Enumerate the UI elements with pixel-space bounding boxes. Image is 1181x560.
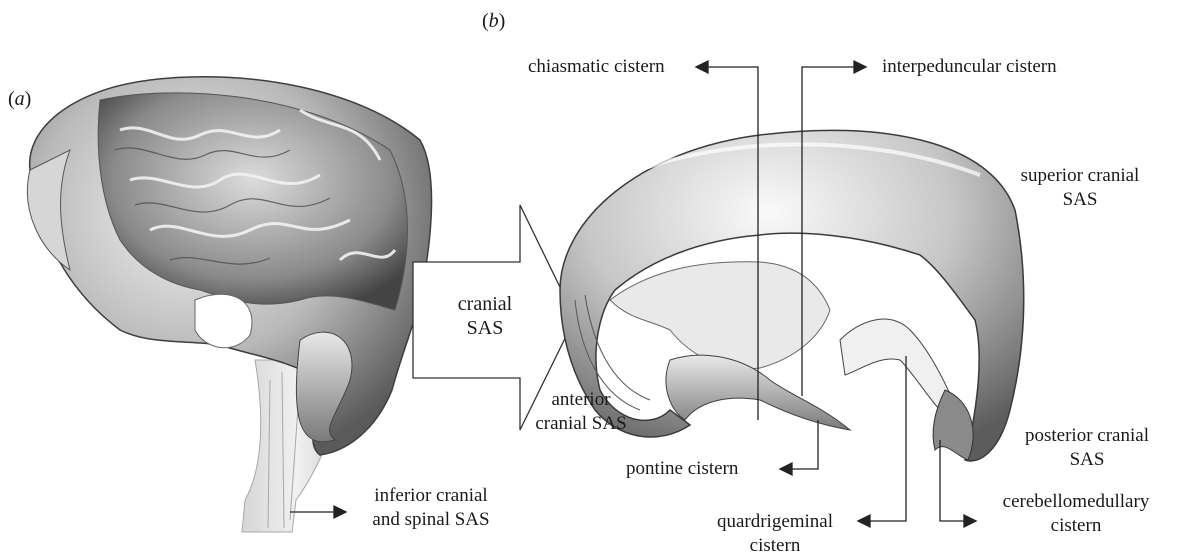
label-posterior-cranial-sas: posterior cranial SAS (1002, 424, 1172, 472)
panel-label-a: (a) (8, 88, 31, 111)
label-superior-line2: SAS (990, 188, 1170, 212)
label-pontine-cistern: pontine cistern (626, 457, 738, 481)
label-posterior-line2: SAS (1002, 448, 1172, 472)
arrow-caption-line2: SAS (440, 316, 530, 340)
arrow-caption: cranial SAS (440, 292, 530, 340)
label-posterior-line1: posterior cranial (1002, 424, 1172, 448)
panel-letter-a: a (15, 88, 25, 110)
label-quadrigeminal-line1: quardrigeminal (700, 510, 850, 534)
label-quadrigeminal-cistern: quardrigeminal cistern (700, 510, 850, 558)
label-inferior-line2: and spinal SAS (346, 508, 516, 532)
panel-a-sas-model (27, 77, 431, 532)
label-anterior-line1: anterior (522, 388, 640, 412)
label-cerebellomedullary-line2: cistern (976, 514, 1176, 538)
label-cerebellomedullary-cistern: cerebellomedullary cistern (976, 490, 1176, 538)
arrow-caption-line1: cranial (440, 292, 530, 316)
skull-base-structures (610, 262, 830, 369)
label-cerebellomedullary-line1: cerebellomedullary (976, 490, 1176, 514)
panel-label-b: (b) (482, 10, 505, 33)
label-interpeduncular-cistern: interpeduncular cistern (882, 55, 1057, 79)
label-chiasmatic-cistern: chiasmatic cistern (528, 55, 665, 79)
label-inferior-cranial-spinal-sas: inferior cranial and spinal SAS (346, 484, 516, 532)
label-inferior-line1: inferior cranial (346, 484, 516, 508)
label-superior-cranial-sas: superior cranial SAS (990, 164, 1170, 212)
label-anterior-cranial-sas: anterior cranial SAS (522, 388, 640, 436)
panel-letter-b: b (489, 10, 499, 32)
label-quadrigeminal-line2: cistern (700, 534, 850, 558)
label-anterior-line2: cranial SAS (522, 412, 640, 436)
label-superior-line1: superior cranial (990, 164, 1170, 188)
